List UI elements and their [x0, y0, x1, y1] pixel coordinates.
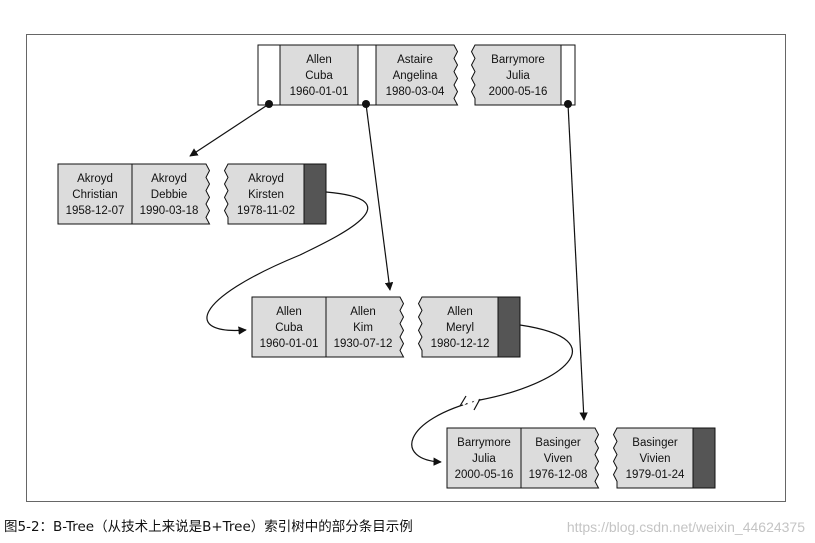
cell-text-nodes.leaf_akroyd.cells.0-1: Christian — [72, 189, 117, 201]
cell-text-nodes.leaf_barrymore.cells.1-1: Viven — [544, 453, 573, 465]
pointer-dot — [362, 100, 370, 108]
root-pointer-slot — [560, 44, 576, 106]
root-pointer-slot — [357, 44, 377, 106]
leaf-key-cell-2 — [131, 163, 211, 225]
cell-text-nodes.leaf_akroyd.cells.0-0: Akroyd — [77, 173, 113, 185]
cell-text-nodes.leaf_allen.cells.1-2: 1930-07-12 — [334, 338, 393, 350]
cell-text-nodes.root.cells.2-2: 2000-05-16 — [489, 86, 548, 98]
leaf-key-cell-2 — [520, 427, 600, 489]
link-root-to-akroyd — [189, 103, 270, 157]
cell-text-nodes.leaf_allen.cells.0-0: Allen — [276, 306, 302, 318]
link-akroyd-next-leaf — [206, 191, 369, 335]
cell-text-nodes.leaf_allen.cells.1-0: Allen — [350, 306, 376, 318]
btree-diagram: AllenCuba1960-01-01AstaireAngelina1980-0… — [57, 44, 716, 489]
cell-text-nodes.leaf_akroyd.cells.0-2: 1958-12-07 — [66, 205, 125, 217]
leaf-key-cell-2 — [325, 296, 405, 358]
cell-text-nodes.root.cells.2-1: Julia — [506, 70, 530, 82]
cell-text-nodes.leaf_akroyd.cells.2-1: Kirsten — [248, 189, 284, 201]
leaf-next-pointer — [692, 427, 716, 489]
cell-text-nodes.root.cells.1-1: Angelina — [393, 70, 438, 82]
leaf-next-pointer — [303, 163, 327, 225]
root-key-cell-1 — [279, 44, 359, 106]
link-root-to-barrymore — [567, 103, 588, 421]
cell-text-nodes.leaf_barrymore.cells.2-2: 1979-01-24 — [626, 469, 685, 481]
cell-text-nodes.root.cells.0-1: Cuba — [305, 70, 333, 82]
cell-text-nodes.leaf_allen.cells.2-2: 1980-12-12 — [431, 338, 490, 350]
cell-text-nodes.leaf_akroyd.cells.1-0: Akroyd — [151, 173, 187, 185]
cell-text-nodes.leaf_allen.cells.0-2: 1960-01-01 — [260, 338, 319, 350]
cell-text-nodes.root.cells.1-2: 1980-03-04 — [386, 86, 445, 98]
root-key-cell-2 — [375, 44, 459, 106]
diagram-frame — [26, 34, 786, 502]
cell-text-nodes.leaf_akroyd.cells.2-0: Akroyd — [248, 173, 284, 185]
cell-text-nodes.leaf_akroyd.cells.1-1: Debbie — [151, 189, 187, 201]
source-watermark: https://blog.csdn.net/weixin_44624375 — [566, 519, 805, 535]
cell-text-nodes.leaf_barrymore.cells.0-2: 2000-05-16 — [455, 469, 514, 481]
cell-text-nodes.root.cells.1-0: Astaire — [397, 54, 433, 66]
tree-nodes: AllenCuba1960-01-01AstaireAngelina1980-0… — [57, 44, 716, 489]
pointer-dot — [564, 100, 572, 108]
cell-text-nodes.leaf_allen.cells.1-1: Kim — [353, 322, 373, 334]
cell-text-nodes.root.cells.0-2: 1960-01-01 — [290, 86, 349, 98]
pointer-dot — [265, 100, 273, 108]
cell-text-nodes.leaf_barrymore.cells.1-2: 1976-12-08 — [529, 469, 588, 481]
leaf-key-cell-1 — [446, 427, 522, 489]
cell-text-nodes.leaf_barrymore.cells.2-1: Vivien — [639, 453, 670, 465]
cell-text-nodes.leaf_allen.cells.0-1: Cuba — [275, 322, 303, 334]
leaf-next-pointer — [497, 296, 521, 358]
cell-text-nodes.leaf_akroyd.cells.1-2: 1990-03-18 — [140, 205, 199, 217]
link-allen-next-leaf — [411, 324, 573, 466]
leaf-key-cell-1 — [57, 163, 133, 225]
link-break-mark — [459, 395, 481, 411]
cell-text-nodes.leaf_barrymore.cells.0-0: Barrymore — [457, 437, 511, 449]
link-break-gap — [460, 393, 480, 414]
cell-text-nodes.leaf_akroyd.cells.2-2: 1978-11-02 — [237, 205, 295, 217]
cell-text-nodes.leaf_barrymore.cells.2-0: Basinger — [632, 437, 678, 449]
cell-text-nodes.root.cells.0-0: Allen — [306, 54, 332, 66]
figure-caption: 图5-2：B-Tree（从技术上来说是B+Tree）索引树中的部分条目示例 — [4, 519, 413, 535]
cell-text-nodes.leaf_allen.cells.2-1: Meryl — [446, 322, 474, 334]
cell-text-nodes.leaf_barrymore.cells.1-0: Basinger — [535, 437, 581, 449]
cell-text-nodes.leaf_barrymore.cells.0-1: Julia — [472, 453, 496, 465]
link-root-to-allen — [365, 103, 394, 291]
tree-links — [189, 103, 588, 466]
root-pointer-slot — [257, 44, 281, 106]
cell-text-nodes.root.cells.2-0: Barrymore — [491, 54, 545, 66]
leaf-key-cell-1 — [251, 296, 327, 358]
cell-text-nodes.leaf_allen.cells.2-0: Allen — [447, 306, 473, 318]
